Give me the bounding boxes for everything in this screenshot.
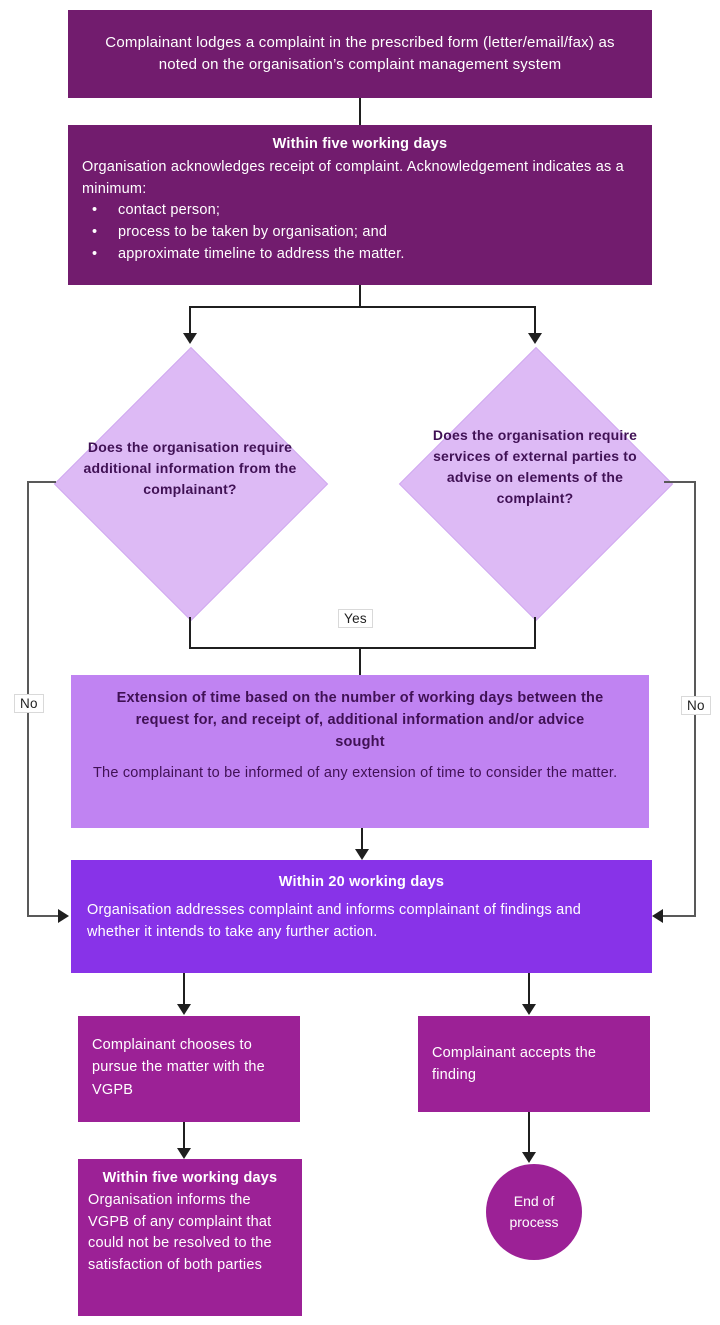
arrowhead-into-inform [177, 1148, 191, 1159]
flow-node-end-of-process: End of process [486, 1164, 582, 1260]
connector-branch-left-drop [189, 306, 191, 333]
ack-body: Organisation acknowledges receipt of com… [82, 158, 624, 197]
flow-node-lodge-complaint: Complainant lodges a complaint in the pr… [68, 10, 652, 98]
connector-accept-to-end [528, 1112, 530, 1152]
arrowhead-into-within20 [355, 849, 369, 860]
flow-node-extension: Extension of time based on the number of… [71, 675, 649, 828]
flow-node-inform-vgpb: Within five working days Organisation in… [78, 1159, 302, 1316]
decision-external-parties-text: Does the organisation require services o… [432, 427, 638, 506]
extension-body: The complainant to be informed of any ex… [93, 765, 618, 782]
ack-bullet-3: approximate timeline to address the matt… [82, 244, 638, 266]
connector-yes-horizontal [189, 647, 536, 649]
arrowhead-into-left-diamond [183, 333, 197, 344]
arrowhead-no-left-into-within20 [58, 909, 69, 923]
connector-no-left-in [27, 915, 59, 917]
arrowhead-into-end [522, 1152, 536, 1163]
decision-additional-info-text: Does the organisation require additional… [83, 439, 297, 497]
connector-ack-branch-horizontal [189, 306, 536, 308]
arrowhead-no-right-into-within20 [652, 909, 663, 923]
ack-bullet-2: process to be taken by organisation; and [82, 222, 638, 244]
flow-node-accept-finding: Complainant accepts the finding [418, 1016, 650, 1112]
no-right-label: No [681, 696, 711, 715]
flow-node-acknowledgement: Within five working days Organisation ac… [68, 125, 652, 285]
ack-title: Within five working days [272, 136, 448, 152]
no-left-label: No [14, 694, 44, 713]
within20-title: Within 20 working days [278, 874, 445, 890]
arrowhead-into-right-diamond [528, 333, 542, 344]
arrowhead-into-pursue [177, 1004, 191, 1015]
connector-no-right-in [663, 915, 696, 917]
within20-body: Organisation addresses complaint and inf… [87, 901, 581, 940]
ack-bullet-1: contact person; [82, 200, 638, 222]
connector-no-right-out [664, 481, 695, 483]
connector-extension-to-within20 [361, 828, 363, 850]
arrowhead-into-accept [522, 1004, 536, 1015]
connector-lodge-to-ack [359, 98, 361, 126]
connector-within20-to-accept [528, 973, 530, 1004]
connector-within20-to-pursue [183, 973, 185, 1004]
inform-vgpb-body: Organisation informs the VGPB of any com… [88, 1191, 272, 1273]
connector-no-left-out [27, 481, 56, 483]
connector-yes-to-extension [359, 647, 361, 675]
connector-pursue-to-inform [183, 1122, 185, 1148]
connector-right-diamond-yes-drop [534, 617, 536, 649]
accept-text: Complainant accepts the finding [432, 1045, 597, 1084]
connector-ack-branch-stem [359, 285, 361, 308]
connector-left-diamond-yes-drop [189, 617, 191, 649]
extension-title: Extension of time based on the number of… [116, 690, 604, 750]
connector-branch-right-drop [534, 306, 536, 333]
pursue-text: Complainant chooses to pursue the matter… [92, 1037, 265, 1098]
inform-vgpb-title: Within five working days [102, 1170, 278, 1186]
flow-node-within20: Within 20 working days Organisation addr… [71, 860, 652, 973]
lodge-complaint-text: Complainant lodges a complaint in the pr… [105, 33, 615, 74]
end-of-process-text: End of process [509, 1193, 559, 1230]
flow-node-pursue-vgpb: Complainant chooses to pursue the matter… [78, 1016, 300, 1122]
yes-label: Yes [338, 609, 373, 628]
